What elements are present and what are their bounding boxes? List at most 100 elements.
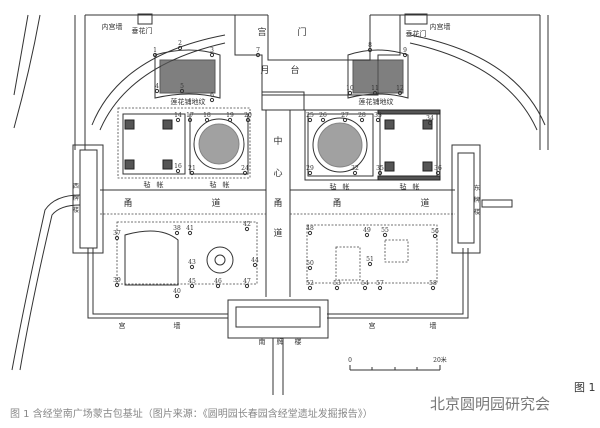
figure-caption: 图 1 含经堂南广场蒙古包基址（图片来源：《圆明园长春园含经堂遗址发掘报告》） bbox=[10, 409, 373, 420]
label-central-walkway: 甬 bbox=[273, 198, 282, 209]
label-floral-gate-left: 垂花门 bbox=[132, 26, 153, 35]
label-yurt: 帐 bbox=[413, 182, 420, 191]
label-yurt: 帐 bbox=[157, 180, 164, 189]
palace-gate-and-terrace bbox=[234, 15, 401, 111]
point-marker bbox=[347, 90, 353, 96]
lotus-paving-panels bbox=[154, 49, 409, 99]
label-yurt: 毡 bbox=[144, 180, 151, 189]
point-marker bbox=[435, 170, 441, 176]
point-number: 38 bbox=[173, 225, 181, 232]
point-number: 47 bbox=[243, 278, 251, 285]
point-marker bbox=[189, 264, 195, 270]
point-number: 34 bbox=[426, 115, 434, 122]
label-walkway-right: 道 bbox=[420, 197, 429, 209]
label-central-walkway: 中 bbox=[273, 135, 282, 147]
point-number: 48 bbox=[306, 225, 314, 232]
point-number: 58 bbox=[429, 280, 437, 287]
point-number: 21 bbox=[188, 165, 196, 172]
point-number: 7 bbox=[256, 47, 260, 54]
label-west-archway: 楼 bbox=[73, 206, 79, 214]
transverse-walkway bbox=[100, 189, 455, 215]
point-marker bbox=[154, 88, 160, 94]
label-inner-wall-right: 内宫墙 bbox=[430, 22, 451, 31]
point-number: 32 bbox=[351, 165, 359, 172]
point-number: 52 bbox=[306, 280, 314, 287]
point-number: 3 bbox=[210, 47, 214, 54]
label-walkway-left: 道 bbox=[211, 197, 220, 209]
figure-tag: 图 1 bbox=[574, 381, 596, 394]
point-number: 42 bbox=[243, 221, 251, 228]
point-marker bbox=[342, 117, 348, 123]
south-archway bbox=[227, 299, 329, 395]
point-number: 55 bbox=[381, 227, 389, 234]
point-marker bbox=[252, 262, 258, 268]
point-number: 18 bbox=[203, 112, 211, 119]
point-number: 27 bbox=[341, 112, 349, 119]
point-marker bbox=[432, 233, 438, 239]
point-marker bbox=[242, 170, 248, 176]
point-number: 16 bbox=[174, 163, 182, 170]
label-floral-gate-right: 垂花门 bbox=[406, 29, 427, 38]
point-number: 25 bbox=[306, 112, 314, 119]
point-marker bbox=[179, 88, 185, 94]
point-number: 12 bbox=[396, 85, 404, 92]
point-number: 24 bbox=[241, 165, 249, 172]
point-marker bbox=[187, 230, 193, 236]
central-walkway bbox=[265, 110, 291, 297]
point-marker bbox=[187, 117, 193, 123]
point-marker bbox=[320, 117, 326, 123]
point-number: 53 bbox=[333, 280, 341, 287]
point-marker bbox=[209, 52, 215, 58]
point-number: 44 bbox=[251, 257, 259, 264]
point-number: 5 bbox=[180, 83, 184, 90]
point-number: 35 bbox=[376, 165, 384, 172]
label-central-walkway: 道 bbox=[273, 227, 282, 239]
point-marker bbox=[397, 90, 403, 96]
point-marker bbox=[177, 45, 183, 51]
point-number: 41 bbox=[186, 225, 194, 232]
label-inner-wall-left: 内宫墙 bbox=[102, 22, 123, 31]
point-number: 51 bbox=[366, 256, 374, 263]
point-number: 26 bbox=[319, 112, 327, 119]
point-marker bbox=[372, 90, 378, 96]
palace-wall bbox=[87, 248, 469, 319]
point-number: 29 bbox=[306, 165, 314, 172]
point-number: 45 bbox=[188, 278, 196, 285]
curved-corridor bbox=[91, 34, 546, 131]
point-marker bbox=[204, 117, 210, 123]
yurt-foundations-lower bbox=[116, 221, 438, 286]
label-palace-gate: 宫 bbox=[257, 26, 266, 38]
label-palace-gate: 门 bbox=[297, 26, 306, 38]
point-number: 6 bbox=[210, 92, 214, 99]
point-marker bbox=[244, 283, 250, 289]
point-marker bbox=[402, 52, 408, 58]
stream-lines bbox=[11, 14, 81, 371]
point-marker bbox=[377, 170, 383, 176]
point-marker bbox=[382, 232, 388, 238]
point-number: 20 bbox=[244, 112, 252, 119]
point-marker bbox=[375, 117, 381, 123]
point-marker bbox=[359, 117, 365, 123]
scale-start: 0 bbox=[348, 357, 352, 364]
point-marker bbox=[334, 285, 340, 291]
label-walkway-right: 甬 bbox=[332, 198, 341, 209]
point-marker bbox=[175, 168, 181, 174]
point-marker bbox=[430, 285, 436, 291]
point-marker bbox=[307, 117, 313, 123]
label-yurt: 毡 bbox=[210, 180, 217, 189]
inner-palace-walls bbox=[74, 13, 549, 150]
point-number: 4 bbox=[155, 83, 159, 90]
label-east-archway: 楼 bbox=[474, 208, 480, 216]
label-yurt: 帐 bbox=[343, 182, 350, 191]
point-number: 19 bbox=[226, 112, 234, 119]
point-number: 14 bbox=[174, 112, 182, 119]
point-marker bbox=[307, 265, 313, 271]
plan-labels: 宫 门 月 台 内宫墙 内宫墙 垂花门 垂花门 莲花铺地纹 莲花铺地纹 毡 帐 … bbox=[73, 22, 480, 346]
point-marker bbox=[114, 235, 120, 241]
watermark: 北京圆明园研究会 bbox=[430, 395, 551, 413]
point-marker bbox=[189, 170, 195, 176]
point-marker bbox=[255, 52, 261, 58]
point-marker bbox=[245, 117, 251, 123]
